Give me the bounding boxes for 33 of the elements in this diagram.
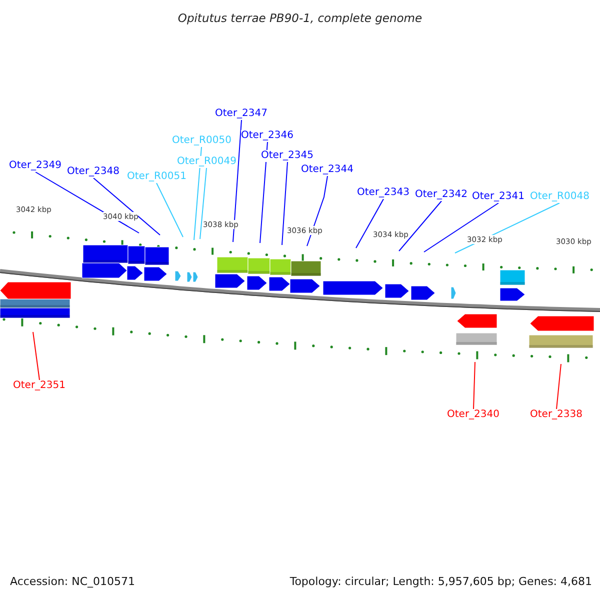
gene-label: Oter_R0049 [177, 156, 236, 168]
gene-label: Oter_2343 [357, 187, 410, 199]
leader-line [232, 120, 242, 242]
leader-line [356, 198, 384, 248]
leader-line [93, 178, 160, 236]
gene-label: Oter_2351 [13, 380, 66, 392]
leader-line [306, 176, 328, 246]
gene-label: Oter_2348 [67, 166, 120, 178]
leader-line [156, 182, 184, 238]
gene-label: Oter_2341 [472, 191, 525, 203]
gene-label: Oter_2346 [241, 130, 294, 142]
title: Opitutus terrae PB90-1, complete genome [176, 10, 424, 27]
leader-line [556, 364, 562, 410]
leader-line [473, 362, 476, 410]
gene-label: Oter_2344 [301, 164, 354, 176]
gene-label: Oter_R0051 [127, 171, 186, 183]
gene-label: Oter_R0050 [172, 135, 232, 147]
gene-label: Oter_2349 [9, 160, 62, 172]
genome-stats-text: Topology: circular; Length: 5,957,605 bp; Genes: 4,681 [290, 574, 592, 590]
gene-label: Oter_2347 [215, 108, 268, 120]
leader-line [398, 200, 442, 252]
gene-label: Oter_2345 [261, 150, 314, 162]
leader-line [194, 146, 202, 240]
gene-label: Oter_2342 [415, 189, 468, 201]
gene-label: Oter_2338 [530, 409, 583, 421]
leader-line [424, 202, 499, 252]
accession-text: Accession: NC_010571 [10, 574, 136, 590]
leader-line [200, 168, 207, 240]
leader-line [282, 162, 288, 246]
leader-line [32, 332, 40, 380]
leader-line [260, 142, 268, 244]
gene-label: Oter_R0048 [530, 191, 590, 203]
gene-label: Oter_2340 [447, 409, 500, 421]
